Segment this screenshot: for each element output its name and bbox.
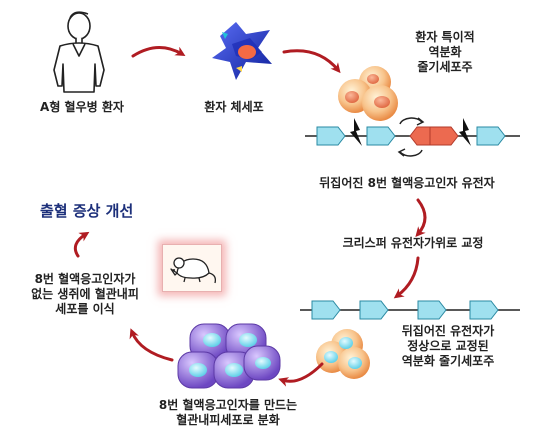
arrow-somatic-to-ipsc [282,49,341,74]
inverted-dna-icon [305,117,520,157]
ipsc-label: 환자 특이적 역분화 줄기세포주 [390,30,500,75]
differentiation-label-line-1: 8번 혈액응고인자를 만드는 [158,398,298,412]
arrow-endothelial-to-transplant [129,328,174,362]
corrected-label-line-2: 정상으로 교정된 [407,339,489,353]
arrow-transplant-to-improvement [73,231,90,258]
arrow-patient-to-somatic [131,46,186,58]
corrected-label-line-1: 뒤집어진 유전자가 [401,324,495,338]
somatic-cell-icon [212,22,272,80]
somatic-cell-label: 환자 체세포 [204,100,264,114]
patient-label: A형 혈우병 환자 [40,100,124,114]
page-title: 출혈 증상 개선 [40,202,134,220]
corrected-label-line-3: 역분화 줄기세포주 [401,354,495,368]
transplant-label-line-2: 없는 생쥐에 혈관내피 [31,287,139,301]
arrow-corrected-to-endothelial [278,362,324,387]
ipsc-label-line-3: 줄기세포주 [417,60,473,74]
mouse-highlight-box [162,244,222,292]
differentiation-label-line-2: 혈관내피세포로 분화 [176,413,280,427]
patient-figure-icon [53,11,105,93]
corrected-dna-icon [300,300,520,320]
transplant-label: 8번 혈액응고인자가 없는 생쥐에 혈관내피 세포를 이식 [16,272,154,317]
crispr-label: 크리스퍼 유전자가위로 교정 [342,236,484,250]
corrected-ipsc-label: 뒤집어진 유전자가 정상으로 교정된 역분화 줄기세포주 [378,324,518,369]
flow-arrows [73,46,427,387]
ipsc-label-line-1: 환자 특이적 [415,30,475,44]
mouse-icon [170,257,217,284]
arrow-to-crispr [415,198,427,238]
rotation-arrow-icon [397,117,425,157]
differentiation-label: 8번 혈액응고인자를 만드는 혈관내피세포로 분화 [140,398,316,428]
arrow-crispr-to-corrected [393,256,420,299]
endothelial-cells-icon [177,323,281,389]
ipsc-cluster-icon [338,66,398,121]
transplant-label-line-1: 8번 혈액응고인자가 [34,272,136,286]
transplant-label-line-3: 세포를 이식 [55,302,115,316]
inverted-gene-label: 뒤집어진 8번 혈액응고인자 유전자 [319,176,495,190]
ipsc-label-line-2: 역분화 [428,45,462,59]
lightning-icon [350,118,471,146]
corrected-ipsc-icon [316,329,370,379]
